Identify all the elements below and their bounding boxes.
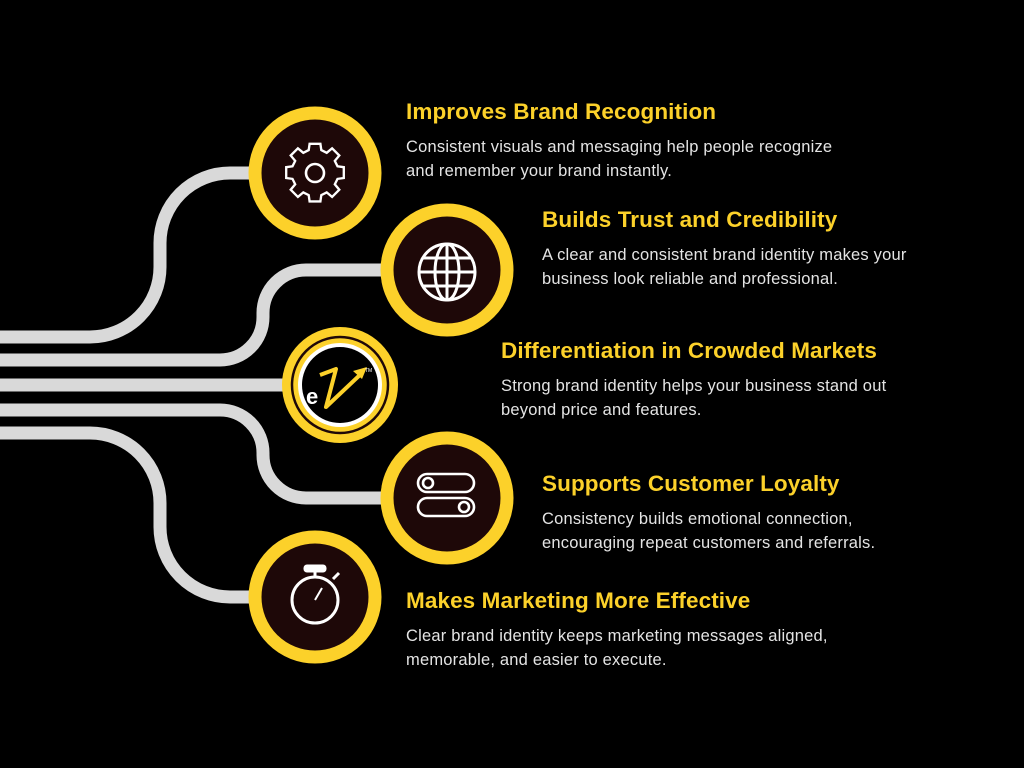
- toggle-switches-icon: [416, 472, 476, 518]
- benefit-title: Builds Trust and Credibility: [542, 207, 838, 232]
- benefit-item-1: Improves Brand Recognition Consistent vi…: [406, 98, 832, 183]
- connector-line-5: [0, 426, 260, 604]
- toggle-icon-badge: [380, 431, 514, 565]
- globe-icon-badge: [380, 203, 514, 337]
- benefit-item-5: Makes Marketing More Effective Clear bra…: [406, 587, 828, 672]
- connector-line-1: [0, 166, 260, 344]
- stopwatch-icon: [290, 564, 341, 625]
- benefit-title: Makes Marketing More Effective: [406, 588, 751, 613]
- globe-icon: [417, 242, 477, 302]
- benefit-item-4: Supports Customer Loyalty Consistency bu…: [542, 470, 875, 555]
- benefit-description: Consistency builds emotional connection,…: [542, 510, 876, 552]
- connector-line-2: [0, 263, 390, 367]
- benefit-title: Supports Customer Loyalty: [542, 471, 840, 496]
- svg-text:TM: TM: [365, 368, 372, 374]
- benefit-description: A clear and consistent brand identity ma…: [542, 246, 907, 288]
- benefit-description: Consistent visuals and messaging help pe…: [406, 138, 833, 180]
- svg-text:e: e: [306, 384, 318, 409]
- stopwatch-icon-badge: [248, 530, 382, 664]
- benefit-item-2: Builds Trust and Credibility A clear and…: [542, 206, 907, 291]
- benefit-description: Clear brand identity keeps marketing mes…: [406, 627, 828, 669]
- gear-icon: [285, 142, 345, 203]
- connector-line-4: [0, 403, 390, 505]
- benefit-title: Improves Brand Recognition: [406, 99, 717, 124]
- benefit-title: Differentiation in Crowded Markets: [501, 338, 877, 363]
- gear-icon-badge: [248, 106, 382, 240]
- benefit-description: Strong brand identity helps your busines…: [501, 377, 887, 419]
- logo-icon: e TM: [306, 367, 372, 409]
- benefit-item-3: Differentiation in Crowded Markets Stron…: [501, 337, 886, 422]
- logo-badge: e TM: [282, 327, 398, 443]
